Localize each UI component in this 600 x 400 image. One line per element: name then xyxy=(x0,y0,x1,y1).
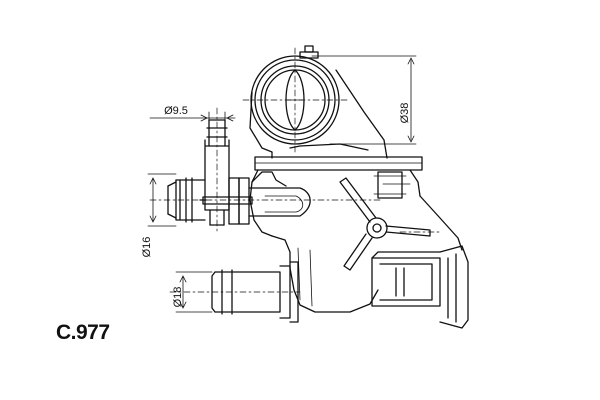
dim-label-d9-5: Ø9.5 xyxy=(164,105,188,117)
housing-body xyxy=(249,169,463,313)
middle-flange xyxy=(199,171,311,225)
housing-top-plate xyxy=(254,156,423,171)
centerlines xyxy=(149,47,441,293)
bleed-valve xyxy=(339,171,431,271)
side-outlet-flange xyxy=(371,245,469,329)
dimension-lines xyxy=(147,55,417,313)
dim-label-d16: Ø16 xyxy=(141,237,153,258)
dim-label-d38: Ø38 xyxy=(399,103,411,124)
part-code-label: C.977 xyxy=(56,321,110,344)
dim-label-d18: Ø18 xyxy=(172,287,184,308)
